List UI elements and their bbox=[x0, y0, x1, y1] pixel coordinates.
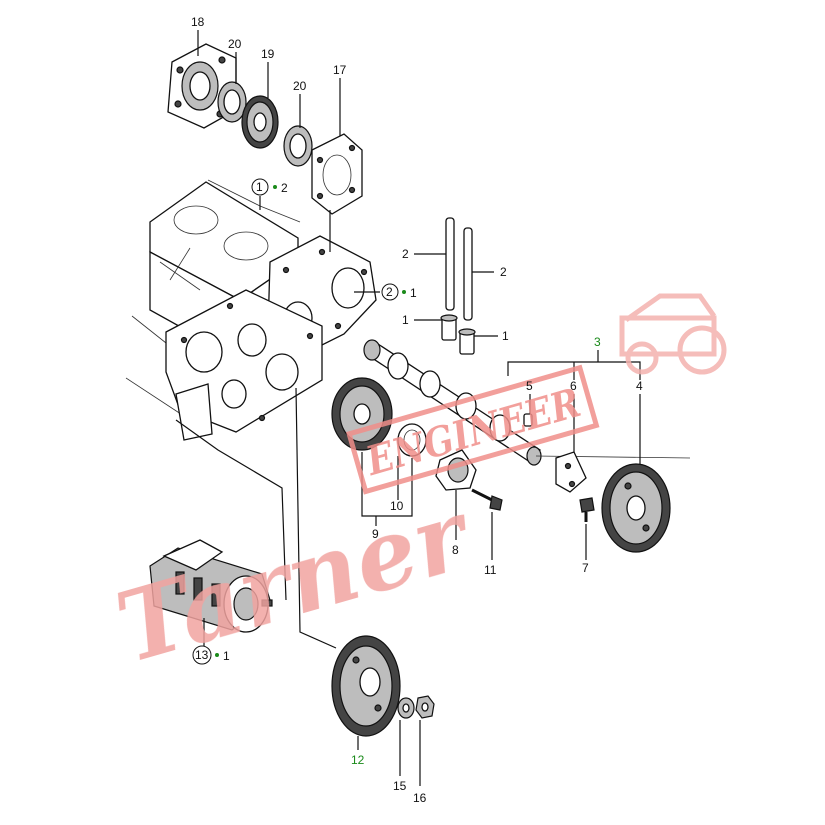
label-3: 3 bbox=[594, 335, 601, 349]
label-18: 18 bbox=[191, 15, 205, 29]
label-1-tappet-right: 1 bbox=[502, 329, 509, 343]
push-rod-part-2-left bbox=[445, 217, 455, 311]
gear-part-19 bbox=[241, 95, 279, 149]
label-20-lower: 20 bbox=[293, 79, 307, 93]
bearing-part-20-lower bbox=[283, 125, 313, 167]
gasket-part-17 bbox=[311, 133, 363, 215]
label-20-upper: 20 bbox=[228, 37, 242, 51]
label-2-pushrod-left: 2 bbox=[402, 247, 409, 261]
label-10: 10 bbox=[390, 499, 404, 513]
tractor-icon bbox=[619, 293, 727, 375]
callout-2-qty-1: 2 1 bbox=[381, 283, 417, 301]
label-1-tappet-left: 1 bbox=[402, 313, 409, 327]
watermark-script-text: Tarner bbox=[105, 476, 485, 685]
bearing-part-20-upper bbox=[217, 81, 247, 123]
svg-text:2: 2 bbox=[386, 285, 393, 299]
label-16: 16 bbox=[413, 791, 427, 805]
housing-part-18 bbox=[167, 43, 237, 129]
label-8: 8 bbox=[452, 543, 459, 557]
tappet-part-1-left bbox=[440, 314, 458, 341]
injection-pump-part-13 bbox=[149, 539, 273, 633]
label-15: 15 bbox=[393, 779, 407, 793]
bolt-part-7 bbox=[579, 497, 595, 522]
svg-text:1: 1 bbox=[256, 180, 263, 194]
label-17: 17 bbox=[333, 63, 347, 77]
label-4: 4 bbox=[636, 379, 643, 393]
cam-gear-part-4 bbox=[601, 463, 671, 553]
svg-text:1: 1 bbox=[410, 286, 417, 300]
push-rod-part-2-right bbox=[463, 227, 473, 321]
collar-part-10 bbox=[397, 423, 427, 457]
callout-1-qty-2: 1 2 bbox=[251, 178, 288, 196]
washer-part-15 bbox=[397, 697, 415, 719]
label-12: 12 bbox=[351, 753, 365, 767]
label-11: 11 bbox=[484, 563, 497, 577]
svg-text:1: 1 bbox=[223, 649, 230, 663]
label-7: 7 bbox=[582, 561, 589, 575]
callout-labels: 18 20 19 20 17 1 2 2 1 13 1 2 2 1 1 3 5 … bbox=[191, 15, 643, 805]
label-5: 5 bbox=[526, 379, 533, 393]
label-19: 19 bbox=[261, 47, 275, 61]
bolt-part-11 bbox=[471, 488, 503, 511]
label-2-pushrod-right: 2 bbox=[500, 265, 507, 279]
svg-text:2: 2 bbox=[281, 181, 288, 195]
nut-part-16 bbox=[415, 695, 435, 719]
svg-text:13: 13 bbox=[195, 648, 209, 662]
plate-part-6 bbox=[555, 451, 587, 493]
label-9: 9 bbox=[372, 527, 379, 541]
gear-part-12 bbox=[331, 635, 401, 737]
label-6: 6 bbox=[570, 379, 577, 393]
callout-13-qty-1: 13 1 bbox=[192, 645, 230, 665]
tappet-part-1-right bbox=[458, 328, 476, 355]
key-part-5 bbox=[523, 413, 533, 427]
